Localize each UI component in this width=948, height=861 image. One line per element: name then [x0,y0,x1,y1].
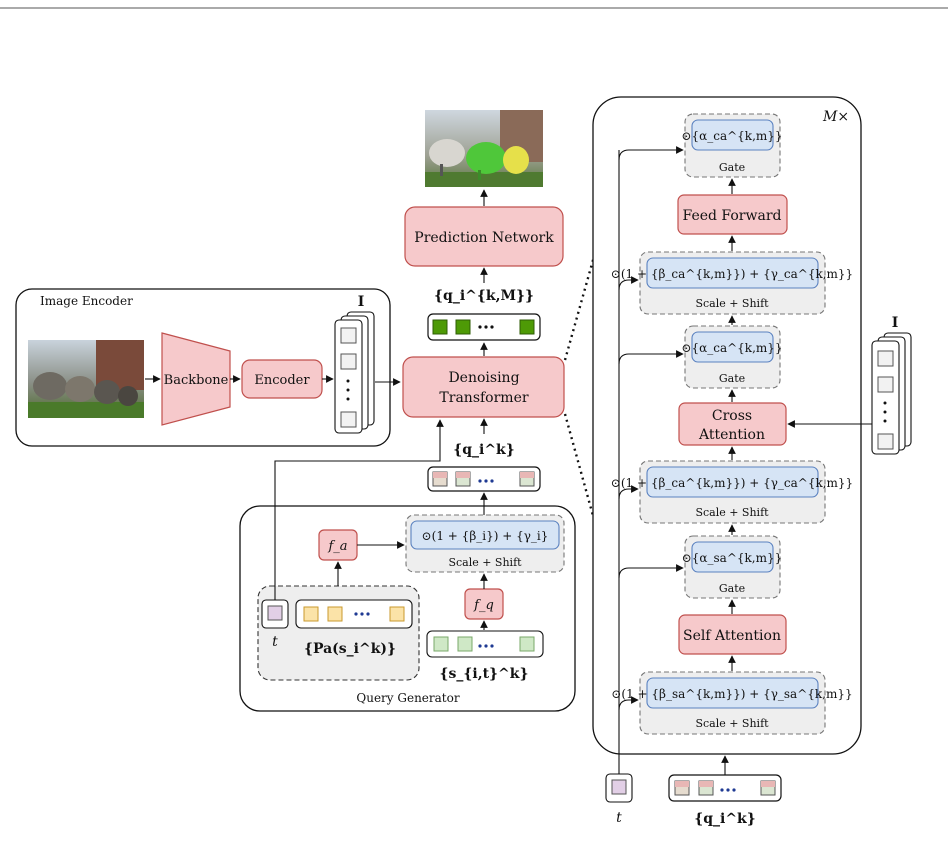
detail-feature-label-I: I [892,315,899,331]
qg-t-token [267,605,283,621]
fa-label: f_a [327,539,347,554]
detail-queries-label: {q_i^k} [694,811,756,827]
ss-ca-low-formula-box [646,466,819,498]
queries-out-label: {q_i^{k,M}} [434,288,534,304]
qg-scale-shift-formula: ⊙(1 + {β_i}) + {γ_i} [422,529,549,543]
ss-ca-low-formula: ⊙(1 + {β_ca^{k,m}}) + {γ_ca^{k,m}} [611,476,853,490]
ss-sa-formula: ⊙(1 + {β_sa^{k,m}}) + {γ_sa^{k,m}} [611,687,852,701]
transformer-detail-panel: M× ⊙{α_ca^{k,m}} Gate Feed Forward ⊙(1 +… [592,96,862,755]
fq-label: f_q [473,598,494,613]
feature-label-I: I [358,294,365,310]
detail-t-label: t [616,810,622,826]
denoising-transformer-line1: Denoising [448,370,519,386]
pa-label: {Pa(s_i^k)} [304,641,396,657]
gate-ca-mid-formula-box [691,331,774,363]
feed-forward-block [677,194,788,235]
output-query-tokens [427,313,541,341]
backbone-label: Backbone [164,373,229,388]
gate-ca-top-formula: ⊙{α_ca^{k,m}} [681,129,782,143]
self-attention-block [678,614,787,655]
self-attention-label: Self Attention [683,628,781,644]
prediction-image [425,110,543,187]
feed-forward-label: Feed Forward [683,208,782,224]
qg-scale-shift-label: Scale + Shift [448,556,522,569]
pa-tokens [295,599,413,629]
s-tokens [426,630,544,658]
detail-t-token [611,779,627,795]
gate-sa-formula-box [691,541,774,573]
ss-ca-top-formula-box [646,257,819,289]
denoising-transformer-block [402,356,565,418]
gate-ca-top-formula-box [691,119,774,151]
ss-sa-formula-box [646,677,819,709]
prediction-network-label: Prediction Network [414,230,554,246]
query-generator-title: Query Generator [356,691,459,705]
detail-feature-stack [871,332,912,455]
ss-ca-low-label: Scale + Shift [695,506,769,519]
image-encoder-panel: Image Encoder Backbone Encoder [15,288,391,447]
cross-attention-line1: Cross [712,408,752,424]
cross-attention-line2: Attention [698,427,765,443]
input-query-tokens [427,466,541,492]
ss-ca-top-formula: ⊙(1 + {β_ca^{k,m}}) + {γ_ca^{k,m}} [611,267,853,281]
feature-stack [334,311,375,434]
detail-query-tokens [668,774,782,802]
gate-ca-mid-label: Gate [719,372,745,385]
repeat-label: M× [822,109,849,125]
backbone-block [161,332,231,426]
cross-attention-block [678,402,787,446]
gate-sa-formula: ⊙{α_sa^{k,m}} [682,551,783,565]
qg-scale-shift-formula-box [410,520,560,550]
gate-ca-mid-formula: ⊙{α_ca^{k,m}} [681,341,782,355]
input-image [28,340,144,418]
prediction-network-block [404,206,564,267]
denoising-transformer-line2: Transformer [439,390,528,406]
queries-in-label: {q_i^k} [453,442,515,458]
ss-ca-top-label: Scale + Shift [695,297,769,310]
encoder-label: Encoder [254,373,310,388]
s-label: {s_{i,t}^k} [440,666,529,682]
image-encoder-title: Image Encoder [40,294,133,308]
gate-sa-label: Gate [719,582,745,595]
qg-t-label: t [272,634,278,650]
ss-sa-label: Scale + Shift [695,717,769,730]
gate-ca-top-label: Gate [719,161,745,174]
query-generator-panel: Query Generator ⊙(1 + {β_i}) + {γ_i} Sca… [239,505,576,712]
